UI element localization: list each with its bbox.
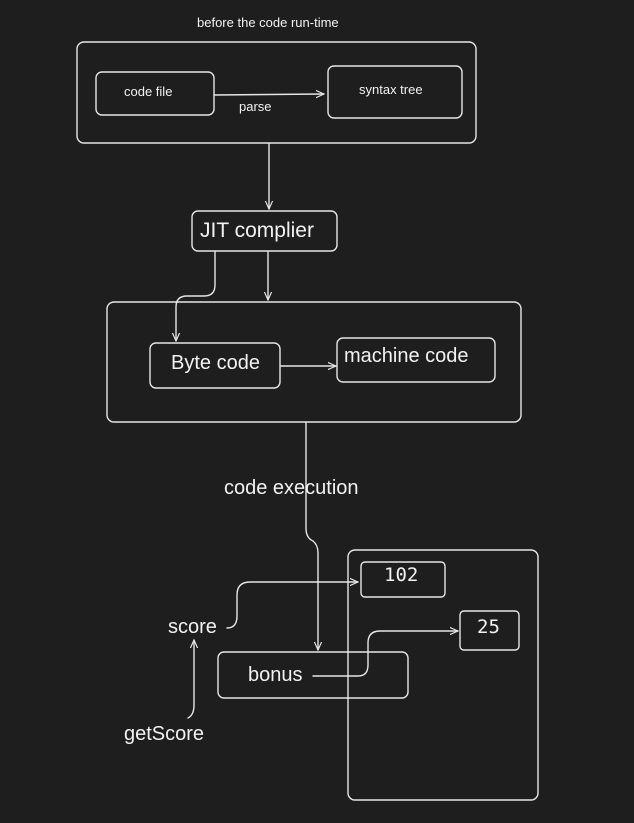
code-file-label: code file — [124, 84, 173, 99]
runtime-frame — [106, 301, 522, 423]
byte-code-label: Byte code — [171, 352, 260, 374]
code-execution-arrow — [305, 422, 318, 651]
compile-time-frame — [76, 41, 477, 144]
bonus-box — [217, 651, 409, 699]
compile-time-label: before the code run-time — [197, 15, 339, 30]
score-label: score — [168, 616, 217, 638]
code-file-box — [95, 71, 215, 116]
jit-compiler-box — [191, 210, 338, 252]
value-25-label: 25 — [477, 616, 500, 638]
bonus-to-25-arrow — [312, 631, 459, 677]
machine-code-label: machine code — [344, 345, 469, 367]
parse-arrow — [213, 94, 325, 95]
byte-code-box — [149, 342, 281, 389]
value-102-label: 102 — [384, 564, 419, 586]
value-25-box — [459, 610, 520, 651]
bonus-label: bonus — [248, 664, 303, 686]
syntax-tree-box — [327, 65, 463, 119]
machine-code-box — [336, 337, 496, 383]
value-102-box — [360, 561, 446, 598]
memory-frame — [347, 549, 539, 801]
jit-compiler-label: JIT complier — [200, 219, 314, 242]
jit-to-bytecode-arrow — [176, 251, 216, 342]
code-execution-label: code execution — [224, 477, 359, 499]
parse-label: parse — [239, 99, 272, 114]
getscore-to-score-arrow — [187, 639, 194, 719]
syntax-tree-label: syntax tree — [359, 82, 423, 97]
score-to-102-arrow — [226, 582, 359, 629]
getscore-label: getScore — [124, 723, 205, 745]
